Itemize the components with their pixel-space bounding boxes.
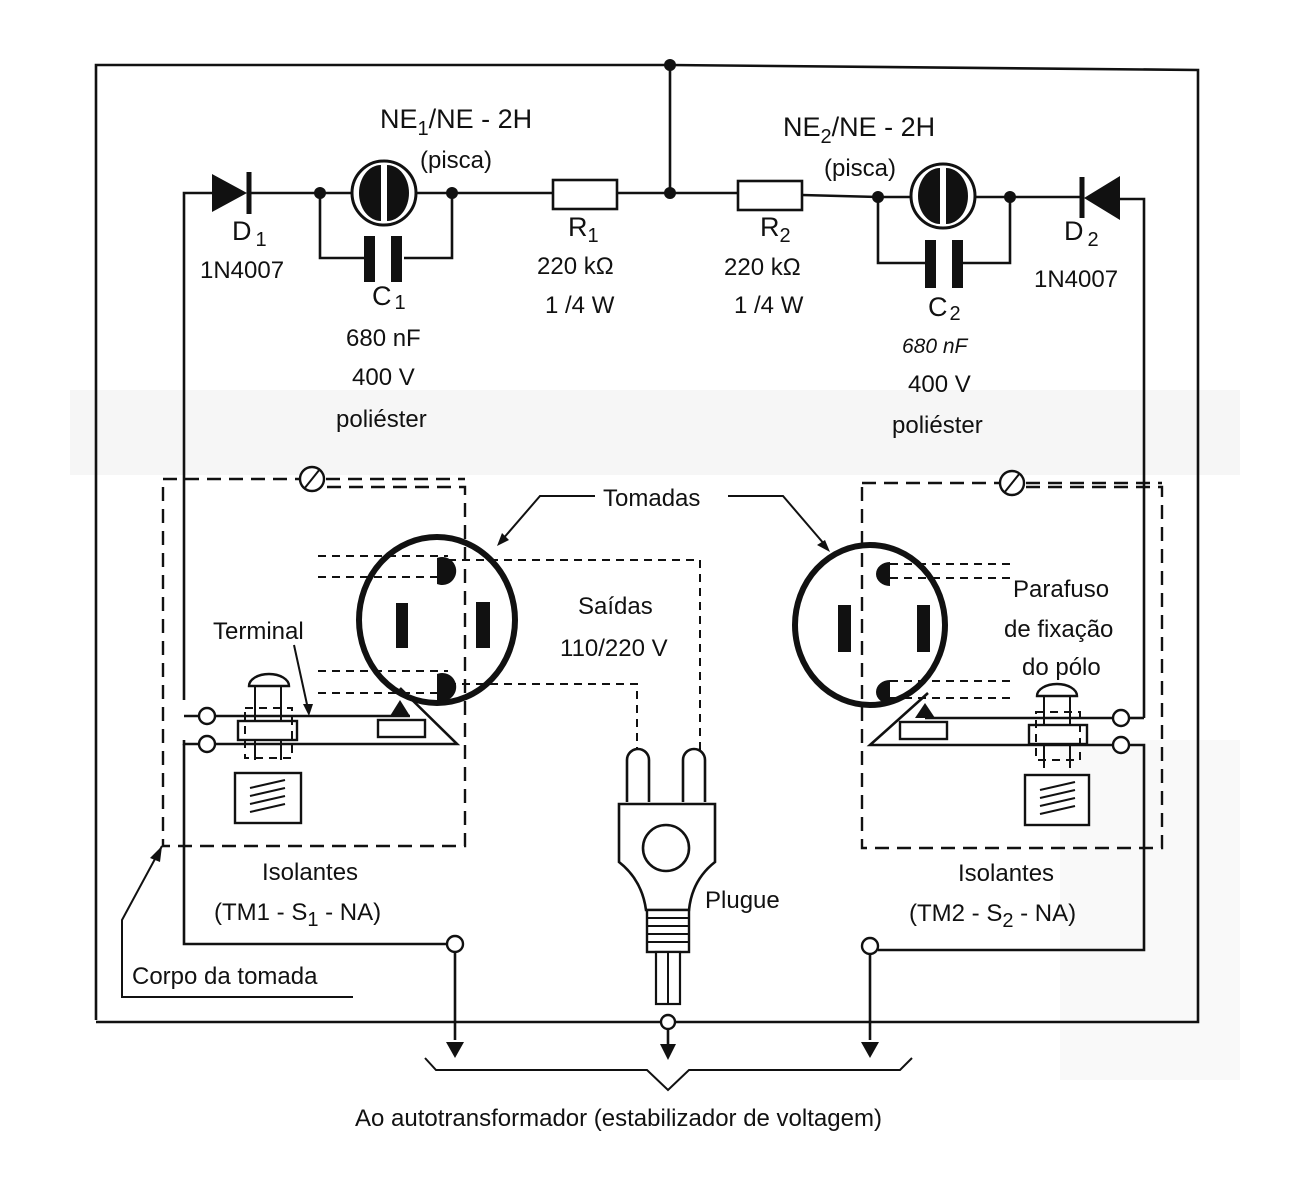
left-socket-assembly <box>121 465 701 1058</box>
r2-power: 1 /4 W <box>734 292 804 319</box>
neon-lamp-ne2-symbol <box>878 162 1010 230</box>
tomadas-label: Tomadas <box>603 485 700 512</box>
c2-type: poliéster <box>892 412 983 439</box>
parafuso-label-1: Parafuso <box>1013 576 1109 603</box>
terminal-screw-icon-right <box>1023 682 1091 827</box>
right-socket-assembly <box>792 469 1164 1058</box>
c1-voltage: 400 V <box>352 364 415 391</box>
r1-label: R1 <box>568 212 599 247</box>
resistor-r2-symbol <box>736 179 804 212</box>
terminal-label: Terminal <box>213 618 304 645</box>
r1-value: 220 kΩ <box>537 253 614 280</box>
left-branch <box>182 159 670 700</box>
c1-type: poliéster <box>336 406 427 433</box>
terminal-screw-icon-left <box>233 672 303 825</box>
ne2-label: NE2/NE - 2H <box>783 112 935 148</box>
diode-d1-symbol <box>212 172 252 214</box>
plug-symbol <box>617 747 717 1060</box>
c1-value: 680 nF <box>346 325 421 352</box>
d2-part: 1N4007 <box>1034 266 1118 293</box>
switch-right-label: (TM2 - S2 - NA) <box>909 900 1076 932</box>
isolantes-left-label: Isolantes <box>262 859 358 886</box>
saidas-voltage: 110/220 V <box>560 635 668 662</box>
ne1-note: (pisca) <box>420 147 492 174</box>
c2-voltage: 400 V <box>908 371 971 398</box>
ne1-label: NE1/NE - 2H <box>380 104 532 140</box>
tomadas-leaders <box>497 495 830 552</box>
right-branch <box>670 162 1146 718</box>
r2-value: 220 kΩ <box>724 254 801 281</box>
ne2-note: (pisca) <box>824 155 896 182</box>
caption: Ao autotransformador (estabilizador de v… <box>355 1105 882 1132</box>
parafuso-label-3: do pólo <box>1022 654 1101 681</box>
r2-label: R2 <box>760 212 791 247</box>
d1-part: 1N4007 <box>200 257 284 284</box>
plugue-label: Plugue <box>705 887 780 914</box>
parafuso-label-2: de fixação <box>1004 616 1113 643</box>
capacitor-c2-symbol <box>925 240 963 288</box>
resistor-r1-symbol <box>551 178 619 211</box>
switch-left-label: (TM1 - S1 - NA) <box>214 899 381 931</box>
isolantes-right-label: Isolantes <box>958 860 1054 887</box>
socket-right <box>792 542 948 708</box>
saidas-label: Saídas <box>578 593 653 620</box>
neon-lamp-ne1-symbol <box>320 159 452 227</box>
output-brace <box>424 1057 913 1092</box>
r1-power: 1 /4 W <box>545 292 615 319</box>
capacitor-c1-symbol <box>364 236 402 282</box>
socket-left <box>356 534 518 706</box>
corpo-label: Corpo da tomada <box>132 963 318 990</box>
diode-d2-symbol <box>1079 176 1120 220</box>
c2-value: 680 nF <box>902 335 969 358</box>
